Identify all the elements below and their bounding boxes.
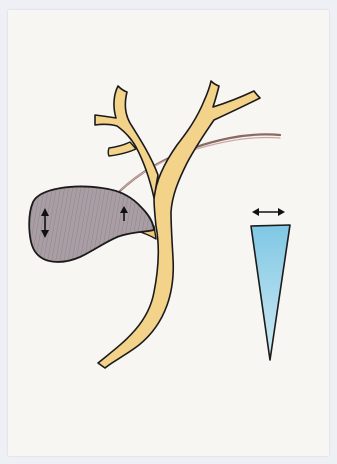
cone-width-arrow xyxy=(252,208,285,216)
biliary-side-branch xyxy=(108,142,136,156)
gallbladder xyxy=(29,187,154,262)
biliary-left-trunk xyxy=(95,86,158,198)
cone xyxy=(251,225,290,360)
